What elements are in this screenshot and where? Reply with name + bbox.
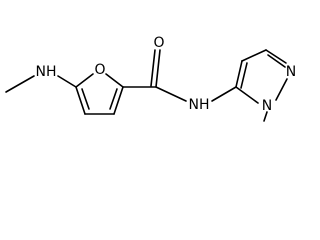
bond-pyrazole-c3-n2-double — [267, 54, 286, 68]
bond-pyrazole-c5-c4 — [235, 60, 243, 88]
bond-c4-c5-double — [81, 88, 90, 110]
atom-label-carbonyl-o: O — [153, 35, 164, 51]
atom-label-pyrazole-n1: N — [262, 98, 272, 114]
bond-pyrazole-n1-methyl — [263, 111, 268, 122]
bond-c3-c2 — [113, 86, 124, 115]
atom-label-amide-n: NH — [189, 97, 210, 113]
bond-c3-c2-double — [109, 88, 118, 110]
bond-methyl-nh — [5, 75, 35, 93]
bond-carbonyl-o-2 — [150, 49, 156, 87]
atom-label-methylamine-n: NH — [36, 64, 57, 80]
bond-nh-c5 — [57, 75, 77, 88]
atom-labels: NH O O NH N N — [36, 35, 297, 114]
bond-c5-c4 — [75, 86, 86, 115]
bonds — [5, 49, 288, 122]
bond-carbonyl-nh — [155, 86, 187, 102]
bond-o-c5 — [75, 73, 94, 88]
bond-pyrazole-c3-n2 — [265, 49, 287, 64]
atom-label-pyrazole-n2: N — [286, 64, 296, 80]
bond-nh-pyrazole-c5 — [211, 86, 237, 102]
chemical-structure: NH O O NH N N — [5, 35, 297, 122]
bond-pyrazole-n2-n1 — [275, 78, 288, 101]
bond-pyrazole-n1-c5 — [235, 86, 259, 104]
bond-pyrazole-c4-c3 — [241, 49, 267, 62]
bond-pyrazole-c5-c4-double — [240, 62, 248, 89]
atom-label-furan-o: O — [94, 62, 105, 78]
bond-carbonyl-o-1 — [155, 49, 161, 88]
bond-c2-o — [105, 73, 124, 88]
